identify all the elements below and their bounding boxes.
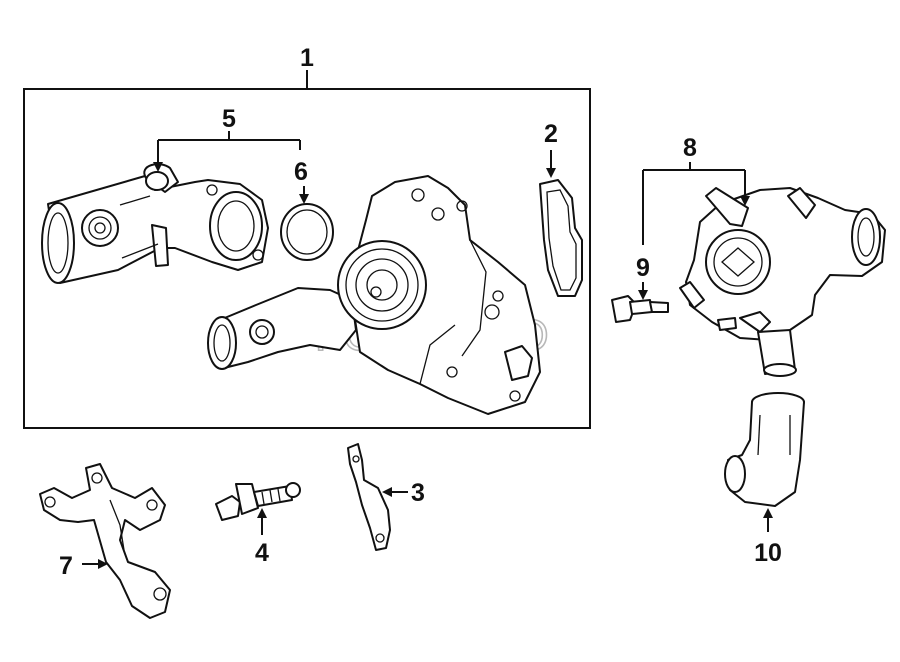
part-10-coolant-hose — [724, 392, 805, 507]
callout-8: 8 — [683, 134, 697, 162]
callout-2: 2 — [544, 120, 558, 148]
leader-lines — [82, 70, 773, 569]
water-pump-housing — [337, 175, 541, 415]
callout-1: 1 — [300, 44, 314, 72]
part-2-gasket — [539, 179, 583, 297]
lower-pipe — [207, 287, 357, 370]
callout-4: 4 — [255, 539, 269, 567]
callout-3: 3 — [411, 479, 425, 507]
part-7-bracket — [39, 463, 171, 619]
callout-10: 10 — [754, 539, 782, 567]
part-6-o-ring — [280, 203, 334, 261]
part-8-thermostat-housing — [679, 187, 886, 377]
callout-5: 5 — [222, 105, 236, 133]
callout-9: 9 — [636, 254, 650, 282]
callout-7: 7 — [59, 552, 73, 580]
part-5-coolant-pipe — [41, 163, 269, 284]
part-9-temperature-sensor — [611, 295, 669, 323]
part-4-bolt — [215, 482, 301, 521]
callout-6: 6 — [294, 158, 308, 186]
part-3-small-bracket — [347, 443, 391, 551]
